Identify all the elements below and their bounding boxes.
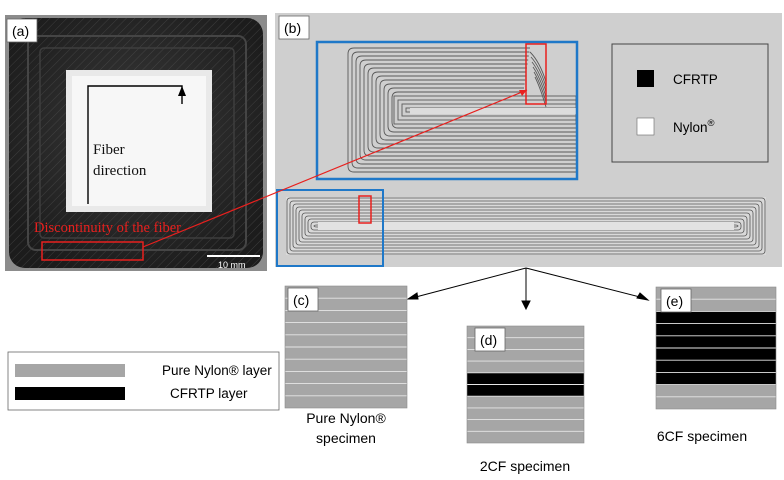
panel-b: CFRTP Nylon® (b) (142, 13, 782, 267)
discontinuity-connector-line (142, 89, 528, 248)
panel-b-tag-box (278, 15, 310, 40)
specimen-arrows (406, 267, 650, 311)
panel-d-tag: (d) (480, 332, 497, 348)
panel-d-specimen (466, 325, 585, 444)
panel-e-caption: 6CF specimen (657, 428, 747, 444)
panel-e-tag: (e) (666, 293, 683, 309)
specimen-tags: (c) (d) (e) (287, 287, 692, 352)
toolpath-lower-strip (286, 197, 766, 255)
legend-cfrtp-layer-swatch (15, 387, 125, 400)
legend-nylon-layer-label: Pure Nylon® layer (162, 363, 272, 378)
discontinuity-label: Discontinuity of the fiber (34, 220, 181, 236)
fiber-direction-label-2: direction (93, 163, 147, 179)
fiber-direction-label-1: Fiber (93, 142, 125, 158)
panel-a-tag-box (6, 18, 38, 43)
panel-a-tag: (a) (12, 23, 29, 39)
fiber-direction-arrowhead (178, 86, 186, 96)
legend-nylon-label: Nylon® (673, 118, 715, 135)
panel-c-caption-2: specimen (316, 430, 376, 446)
panel-d-caption: 2CF specimen (480, 458, 570, 474)
legend-nylon-layer-swatch (15, 364, 125, 377)
zoom-blue-box-upper (315, 40, 579, 181)
zoom-blue-box-lower (276, 189, 384, 267)
legend-cfrtp-swatch (637, 70, 654, 87)
legend-cfrtp-label: CFRTP (673, 72, 718, 87)
legend-nylon-swatch (636, 117, 655, 136)
discontinuity-red-box-upper (525, 43, 547, 105)
panel-e-specimen (655, 286, 777, 410)
material-legend (611, 43, 769, 163)
panel-b-tag: (b) (284, 20, 301, 36)
panel-a: Fiber direction Discontinuity of the fib… (5, 15, 267, 271)
panel-c-tag: (c) (293, 292, 309, 308)
layer-legend: Pure Nylon® layer CFRTP layer (7, 351, 280, 411)
scale-bar-label: 10 mm (218, 260, 246, 270)
legend-cfrtp-layer-label: CFRTP layer (170, 386, 248, 401)
panel-c-caption-1: Pure Nylon® (306, 410, 386, 426)
discontinuity-box (41, 241, 144, 261)
discontinuity-red-box-lower (358, 195, 372, 224)
